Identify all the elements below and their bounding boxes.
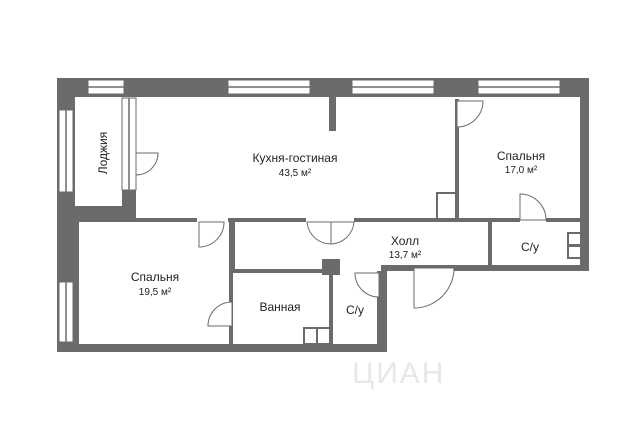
door-kitchen-right-leaf [330,221,355,245]
label-hall-area: 13,7 м² [389,250,422,261]
door-bathroom [207,301,233,327]
outer-wall-top [57,78,589,97]
label-bedroom-left-area: 19,5 м² [139,287,172,298]
label-loggia: Лоджия [96,132,110,175]
label-wc-right: С/у [521,240,539,254]
label-bedroom-right-area: 17,0 м² [505,165,538,176]
watermark-text: ЦИАН [352,357,445,390]
label-kitchen-area: 43,5 м² [279,168,312,179]
door-bedroom-left [198,221,225,248]
label-bedroom-right-name: Спальня [497,149,545,163]
label-bathroom: Ванная [259,300,300,314]
label-hall-name: Холл [391,234,419,248]
door-wc-center [354,272,380,298]
label-bedroom-left-name: Спальня [131,270,179,284]
door-bedroom-right [519,193,547,221]
door-kitchen-left-leaf [306,221,332,245]
door-loggia [135,152,159,176]
outer-wall-bottom-right [381,265,589,271]
outer-wall-bottom [57,344,385,352]
column [322,259,340,275]
label-wc-center: С/у [346,303,364,317]
door-bedroom-right-top [456,100,484,128]
bedroom-right-niche [436,192,457,220]
door-entrance [413,267,455,309]
kitchen-wall-stub [329,97,336,131]
label-kitchen-name: Кухня-гостиная [253,151,338,165]
outer-wall-step [381,265,387,352]
loggia-wall-lower [122,190,136,210]
outer-wall-right [580,78,589,270]
